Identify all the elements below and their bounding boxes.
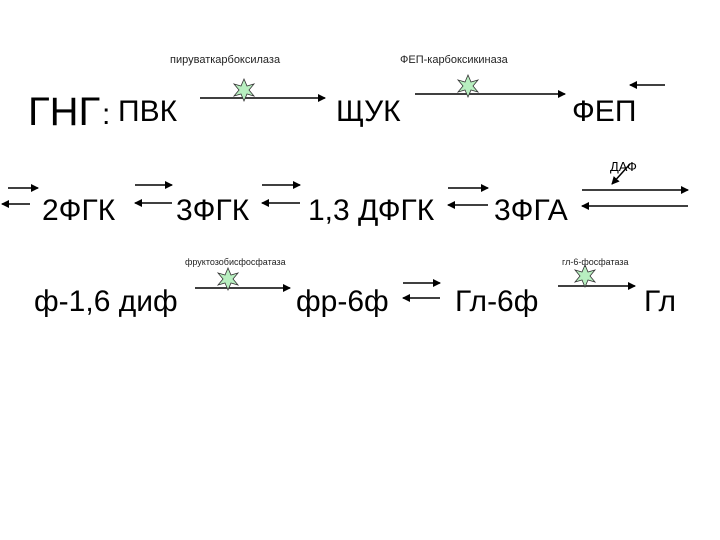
metabolite-pvk: ПВК — [118, 95, 178, 128]
enzyme-star-icon — [573, 263, 597, 289]
enzyme-pyruvate-carboxylase: пируваткарбоксилаза — [170, 54, 281, 66]
title-colon: : — [102, 98, 111, 131]
metabolite-daf: ДАФ — [610, 159, 637, 174]
metabolite-13dfgk: 1,3 ДФГК — [308, 194, 435, 227]
arrow-daf-to-3fga — [611, 163, 631, 185]
metabolite-gl6f: Гл-6ф — [455, 285, 539, 318]
metabolite-shchuk: ЩУК — [336, 95, 401, 128]
enzyme-star-icon — [232, 77, 256, 103]
metabolite-gl: Гл — [644, 285, 677, 318]
metabolite-fr6f: фр-6ф — [296, 285, 389, 318]
enzyme-star-icon — [456, 73, 480, 99]
metabolite-3fga: 3ФГА — [494, 194, 568, 227]
metabolite-3fgk: 3ФГК — [176, 194, 250, 227]
enzyme-star-icon — [216, 266, 240, 292]
metabolite-2fgk: 2ФГК — [42, 194, 116, 227]
enzyme-fructose-bisphosphatase: фруктозобисфосфатаза — [185, 257, 286, 267]
metabolite-fep: ФЕП — [572, 95, 637, 128]
page-title: ГНГ — [28, 90, 101, 134]
enzyme-g6-phosphatase: гл-6-фосфатаза — [562, 257, 629, 267]
metabolite-f16dif: ф-1,6 диф — [34, 285, 178, 318]
enzyme-pep-carboxykinase: ФЕП-карбоксикиназа — [400, 54, 508, 66]
